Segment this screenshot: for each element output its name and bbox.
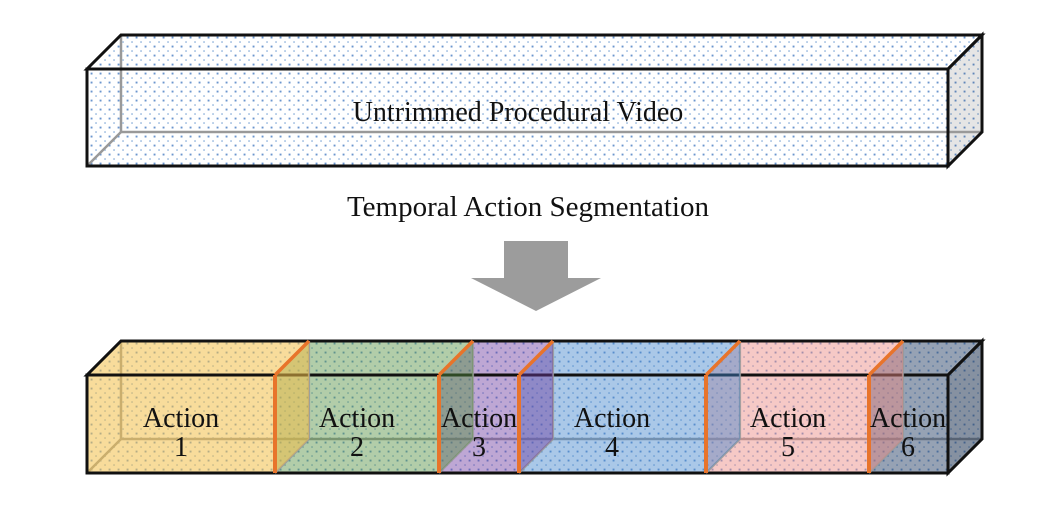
divider-bottom-depth-edge: [438, 438, 474, 474]
outline-right-face: [946, 337, 984, 477]
divider-top-depth-edge: [704, 339, 742, 377]
segment-1-top-face: [87, 341, 309, 375]
divider-hidden-edges: [868, 341, 905, 474]
hidden-bottom-left-depth-edge: [86, 131, 122, 167]
untrimmed-video-label: Untrimmed Procedural Video: [353, 97, 684, 128]
divider-side-face: [275, 341, 309, 473]
outline-right-face: [946, 31, 984, 170]
segment-6-right-face: [948, 341, 982, 473]
down-arrow-icon: [471, 241, 601, 311]
divider-side-face: [869, 341, 903, 473]
segment-4-front-face: [519, 375, 706, 473]
segment-5-top-face: [706, 341, 903, 375]
segment-3-front-face: [439, 375, 519, 473]
divider-bottom-depth-edge: [868, 438, 904, 474]
segment-3-number: 3: [472, 432, 486, 463]
segment-dividers: [273, 339, 905, 474]
segment-5-front-face: [706, 375, 869, 473]
segment-front-faces: [87, 375, 948, 473]
segment-2-number: 2: [350, 432, 364, 463]
segment-5-word: Action: [750, 403, 826, 434]
divider-side-face: [706, 341, 740, 473]
divider-orange-edges: [437, 339, 475, 473]
segment-2-top-face: [275, 341, 473, 375]
segment-4-top-face: [519, 341, 740, 375]
segment-6-top-face: [869, 341, 982, 375]
divider-orange-edges: [273, 339, 311, 473]
divider-hidden-edges: [705, 341, 742, 474]
divider-orange-edges: [704, 339, 742, 473]
segment-1-front-face: [87, 375, 275, 473]
segment-2-label: Action 2: [319, 403, 395, 463]
top-box-front-face: [87, 69, 948, 166]
segment-4-label: Action 4: [574, 403, 650, 463]
divider-orange-edges: [517, 339, 555, 473]
divider-3-4: [517, 339, 555, 474]
segment-6-front-face: [869, 375, 948, 473]
divider-top-depth-edge: [867, 339, 905, 377]
segmented-actions-box: Action 1 Action 2 Action 3 Action 4 Acti…: [83, 337, 986, 477]
segment-3-word: Action: [441, 403, 517, 434]
top-box-hidden-edges: [86, 35, 982, 167]
divider-bottom-depth-edge: [705, 438, 741, 474]
divider-side-face: [519, 341, 553, 473]
divider-4-5: [704, 339, 742, 474]
untrimmed-video-box: Untrimmed Procedural Video: [83, 31, 986, 170]
segment-4-number: 4: [605, 432, 619, 463]
segment-5-label: Action 5: [750, 403, 826, 463]
segment-1-number: 1: [174, 432, 188, 463]
divider-top-depth-edge: [517, 339, 555, 377]
segment-6-word: Action: [870, 403, 946, 434]
process-title: Temporal Action Segmentation: [347, 191, 710, 223]
segment-3-label: Action 3: [441, 403, 517, 463]
segment-2-word: Action: [319, 403, 395, 434]
segment-1-word: Action: [143, 403, 219, 434]
segment-4-word: Action: [574, 403, 650, 434]
segment-labels: Action 1 Action 2 Action 3 Action 4 Acti…: [143, 403, 946, 463]
divider-1-2: [273, 339, 311, 474]
divider-top-depth-edge: [273, 339, 311, 377]
bottom-box-right-face-shade: [948, 341, 982, 473]
segment-6-label: Action 6: [870, 403, 946, 463]
divider-2-3: [437, 339, 475, 474]
divider-bottom-depth-edge: [518, 438, 554, 474]
divider-5-6: [867, 339, 905, 474]
top-box-top-face: [87, 35, 982, 69]
top-box-outline: [83, 31, 986, 170]
segment-1-label: Action 1: [143, 403, 219, 463]
segment-5-number: 5: [781, 432, 795, 463]
segment-6-number: 6: [901, 432, 915, 463]
divider-hidden-edges: [438, 341, 475, 474]
segment-top-faces: [87, 341, 982, 375]
divider-orange-edges: [867, 339, 905, 473]
divider-side-face: [439, 341, 473, 473]
segment-3-top-face: [439, 341, 553, 375]
divider-top-depth-edge: [437, 339, 475, 377]
divider-hidden-edges: [518, 341, 555, 474]
